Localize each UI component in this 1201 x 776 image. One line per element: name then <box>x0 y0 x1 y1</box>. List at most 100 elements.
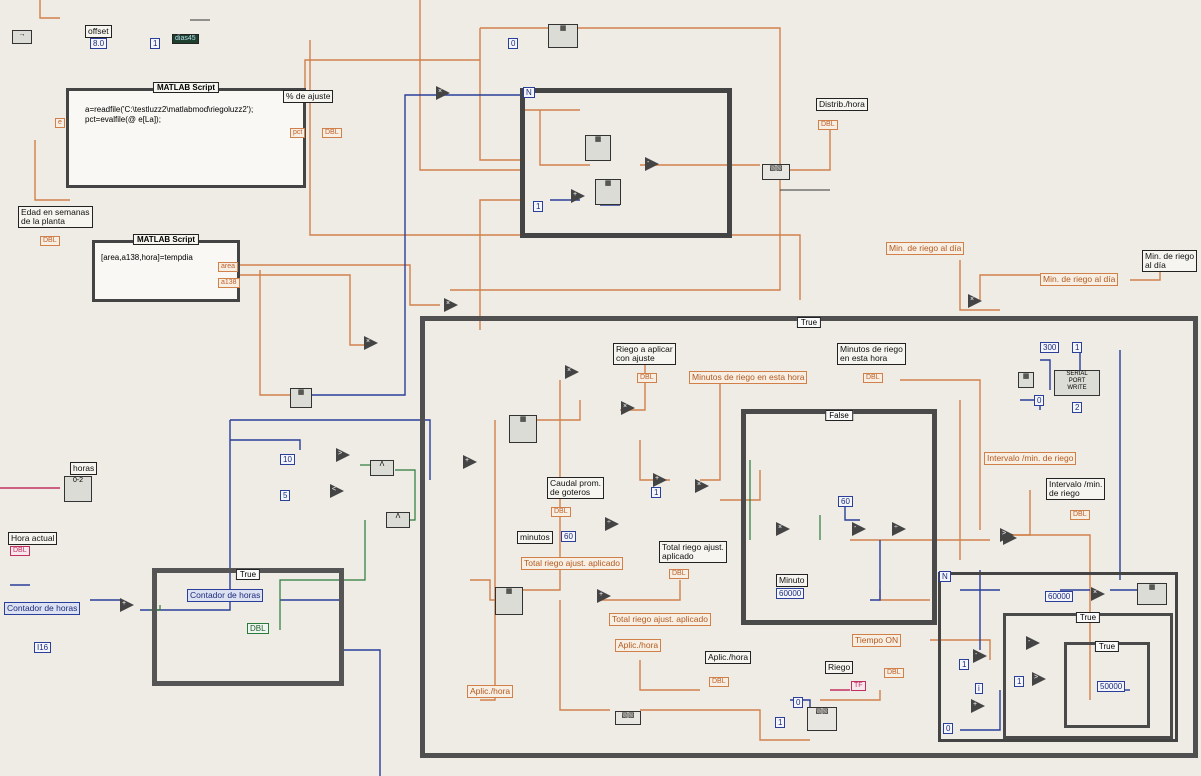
subvi-icon[interactable]: ▦ <box>1018 372 1034 388</box>
inner-case-structure-2[interactable]: True 50000 <box>1064 641 1150 728</box>
subvi-icon[interactable]: ▦ <box>585 135 611 161</box>
multiply-icon: × <box>565 365 579 379</box>
subvi-icon[interactable]: ▦ <box>290 388 312 408</box>
top-for-loop[interactable]: N ▦ ▦ - + 1 <box>520 87 732 238</box>
minutos-riego-local[interactable]: Minutos de riego en esta hora <box>689 371 808 384</box>
loop-constant-1[interactable]: 1 <box>533 201 544 212</box>
matlab2-area-terminal: area <box>218 262 239 272</box>
case-constant-1b[interactable]: 1 <box>775 717 786 728</box>
matlab-script-1[interactable]: MATLAB Script a=readfile('C:\testluzz2\m… <box>66 82 306 188</box>
add-icon: + <box>463 455 477 469</box>
main-case-selector[interactable]: True <box>796 317 822 328</box>
multiply-icon: × <box>621 401 635 415</box>
subvi-icon[interactable]: ▦ <box>509 415 537 443</box>
case-selector[interactable]: True <box>235 569 261 580</box>
constant-60000[interactable]: 60000 <box>1045 591 1074 602</box>
tiempo-on-indicator[interactable]: DBL <box>884 668 904 678</box>
aplic-hora-local[interactable]: Aplic./hora <box>615 639 662 652</box>
total-riego-local[interactable]: Total riego ajust. aplicado <box>521 557 623 570</box>
and-gate-icon: Λ <box>370 460 394 476</box>
caudal-label: Caudal prom. de goteros <box>547 477 605 499</box>
inner-loop-count: N <box>939 571 951 582</box>
constant-50000[interactable]: 50000 <box>1097 681 1126 692</box>
subtract-icon: - <box>973 649 987 663</box>
inner-case-selector[interactable]: True <box>1075 612 1101 623</box>
matlab2-a138-terminal: a138 <box>218 278 240 288</box>
inner-for-loop[interactable]: N 60000 × ▦ 1 - i + 0 True - 1 > True 50… <box>938 571 1178 742</box>
minutos-constant[interactable]: 60 <box>561 531 576 542</box>
matlab-script-1-code[interactable]: a=readfile('C:\testluzz2\matlabmod\riego… <box>85 105 254 124</box>
time-node-icon[interactable]: 0-2 <box>64 476 92 502</box>
false-case-structure[interactable]: False × 60 - ÷ Minuto 60000 <box>741 409 937 625</box>
min-riego-local-right[interactable]: Min. de riego al día <box>1040 273 1119 286</box>
intervalo-indicator[interactable]: DBL <box>1070 510 1090 520</box>
minuto-label: Minuto <box>776 574 808 587</box>
contador-case-structure[interactable]: True Contador de horas DBL <box>152 568 344 686</box>
constant-5[interactable]: 5 <box>280 490 291 501</box>
minuto-constant[interactable]: 60000 <box>776 588 805 599</box>
false-constant-60[interactable]: 60 <box>838 496 853 507</box>
constant-300[interactable]: 300 <box>1040 342 1060 353</box>
total-riego-local-2[interactable]: Total riego ajust. aplicado <box>609 613 711 626</box>
multiply-icon: × <box>436 86 450 100</box>
subvi-icon[interactable]: ▦ <box>548 24 578 48</box>
multiply-icon: × <box>776 522 790 536</box>
min-riego-indicator[interactable]: Min. de riego al día <box>1142 250 1198 272</box>
aplic-hora-local-2[interactable]: Aplic./hora <box>467 685 514 698</box>
serial-write-icon[interactable]: ▦ <box>1137 583 1167 605</box>
inner-case-constant-1[interactable]: 1 <box>1014 676 1025 687</box>
aplic-hora-indicator[interactable]: DBL <box>709 677 729 687</box>
edad-control[interactable]: DBL <box>40 236 60 246</box>
main-case-structure[interactable]: True Riego a aplicar con ajuste DBL Minu… <box>420 316 1198 758</box>
dias45-indicator[interactable]: dias45 <box>172 34 199 44</box>
build-array-icon: ▧▧ <box>615 711 641 725</box>
false-case-selector[interactable]: False <box>825 410 853 421</box>
hora-actual-indicator[interactable]: DBL <box>10 546 30 556</box>
loop-constant-0[interactable]: 0 <box>508 38 519 49</box>
increment-icon: + <box>120 598 134 612</box>
offset-constant[interactable]: 8.0 <box>90 38 108 49</box>
multiply-icon: × <box>444 298 458 312</box>
constant-1[interactable]: 1 <box>150 38 161 49</box>
multiply-icon: × <box>364 336 378 350</box>
contador-indicator[interactable]: I16 <box>34 642 52 653</box>
subvi-icon[interactable]: ▦ <box>495 587 523 615</box>
pink-wires <box>0 487 850 691</box>
add-icon: + <box>971 699 985 713</box>
riego-output-indicator[interactable]: TF <box>851 681 866 691</box>
minutos-riego-label: Minutos de riego en esta hora <box>837 343 906 365</box>
contador-local-variable[interactable]: Contador de horas <box>187 589 264 602</box>
right-constant-2[interactable]: 2 <box>1072 402 1083 413</box>
riego-aplicar-indicator[interactable]: DBL <box>637 373 657 383</box>
min-riego-local-left[interactable]: Min. de riego al día <box>886 242 965 255</box>
contador-label[interactable]: Contador de horas <box>4 602 81 615</box>
matlab-script-2-code[interactable]: [area,a138,hora]=tempdia <box>101 253 193 262</box>
intervalo-local[interactable]: Intervalo /min. de riego <box>984 452 1077 465</box>
matlab-script-2[interactable]: MATLAB Script [area,a138,hora]=tempdia <box>92 234 240 302</box>
distrib-indicator[interactable]: DBL <box>818 120 838 130</box>
tiempo-on-local[interactable]: Tiempo ON <box>852 634 902 647</box>
inner-constant-i[interactable]: i <box>975 683 983 694</box>
ajuste-indicator[interactable]: DBL <box>322 128 342 138</box>
inner-constant-1[interactable]: 1 <box>959 659 970 670</box>
constant-10[interactable]: 10 <box>280 454 295 465</box>
edad-label: Edad en semanas de la planta <box>18 206 93 228</box>
loop-count-terminal: N <box>523 87 535 98</box>
case-constant-0[interactable]: 0 <box>793 697 804 708</box>
right-constant-1[interactable]: 1 <box>1072 342 1083 353</box>
compare-icon: < <box>330 484 344 498</box>
inner-case-selector-2[interactable]: True <box>1094 641 1120 652</box>
multiply-icon: × <box>968 294 982 308</box>
total-riego-indicator[interactable]: DBL <box>669 569 689 579</box>
subvi-icon[interactable]: ▦ <box>595 179 621 205</box>
minutos-riego-indicator[interactable]: DBL <box>863 373 883 383</box>
serial-port-write-icon[interactable]: SERIAL PORT WRITE <box>1054 370 1100 396</box>
matlab-script-1-title: MATLAB Script <box>152 82 220 93</box>
matlab1-output-terminal: pct <box>290 128 306 138</box>
contador-dbl-constant[interactable]: DBL <box>247 623 269 634</box>
case-constant-1[interactable]: 1 <box>651 487 662 498</box>
caudal-control[interactable]: DBL <box>551 507 571 517</box>
inner-case-structure[interactable]: True - 1 > True 50000 <box>1003 612 1173 739</box>
right-constant-0[interactable]: 0 <box>1034 395 1045 406</box>
inner-constant-0[interactable]: 0 <box>943 723 954 734</box>
